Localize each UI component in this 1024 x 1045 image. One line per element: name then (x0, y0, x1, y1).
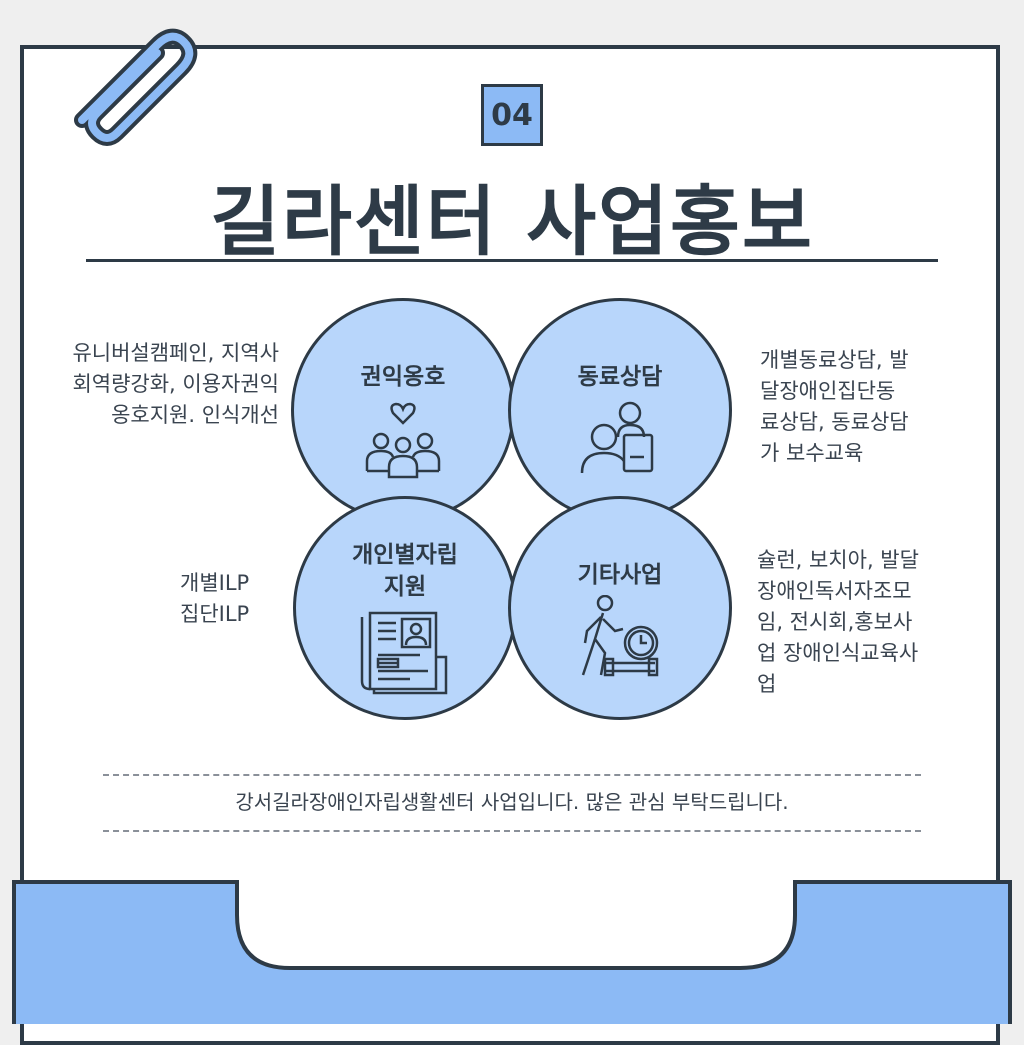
title-divider (86, 259, 938, 262)
description-line: 장애인독서자조모 (757, 579, 912, 603)
description-line: 료상담, 동료상담 (760, 410, 909, 434)
description-line: 슐런, 보치아, 발달 (757, 548, 919, 572)
service-circle-advocacy: 권익옹호 (291, 298, 515, 522)
description-line: 개별ILP (180, 571, 250, 595)
description-line: 유니버설캠페인, 지역사 (72, 341, 279, 365)
description-line: 가 보수교육 (760, 441, 864, 465)
advocacy-description: 유니버설캠페인, 지역사 회역량강화, 이용자권익 옹호지원. 인식개선 (72, 338, 279, 431)
description-line: 임, 전시회,홍보사 (757, 610, 913, 634)
service-title: 기타사업 (577, 562, 663, 588)
description-line: 회역량강화, 이용자권익 (72, 372, 279, 396)
description-line: 개별동료상담, 발 (760, 348, 909, 372)
service-circle-peer-counseling: 동료상담 (508, 298, 732, 522)
other-projects-description: 슐런, 보치아, 발달 장애인독서자조모 임, 전시회,홍보사 업 장애인식교육… (757, 545, 919, 700)
counseling-icon (580, 401, 654, 474)
poster-frame (20, 45, 1000, 1045)
description-line: 업 장애인식교육사 (757, 641, 919, 665)
footer-divider-bottom (103, 830, 921, 832)
paperclip-icon (74, 28, 198, 146)
description-line: 집단ILP (180, 602, 250, 626)
independent-living-description: 개별ILP 집단ILP (180, 568, 249, 630)
section-number-badge: 04 (481, 84, 543, 146)
footer-divider-top (103, 774, 921, 776)
service-circle-other-projects: 기타사업 (508, 496, 732, 720)
document-profile-icon (360, 611, 448, 695)
service-circle-independent-living: 개인별자립 지원 (293, 496, 517, 720)
footer-text: 강서길라장애인자립생활센터 사업입니다. 많은 관심 부탁드립니다. (235, 790, 789, 814)
page-title: 길라센터 사업홍보 (210, 177, 814, 266)
service-title-line: 지원 (383, 574, 427, 600)
description-line: 업 (757, 672, 777, 696)
peer-counseling-description: 개별동료상담, 발 달장애인집단동 료상담, 동료상담 가 보수교육 (760, 345, 909, 469)
service-title-line: 개인별자립 (352, 542, 458, 568)
service-title: 동료상담 (577, 364, 663, 390)
description-line: 옹호지원. 인식개선 (111, 403, 279, 427)
service-title: 권익옹호 (360, 364, 446, 390)
walking-clock-icon (581, 595, 659, 677)
description-line: 달장애인집단동 (760, 379, 896, 403)
people-heart-icon (365, 402, 441, 479)
